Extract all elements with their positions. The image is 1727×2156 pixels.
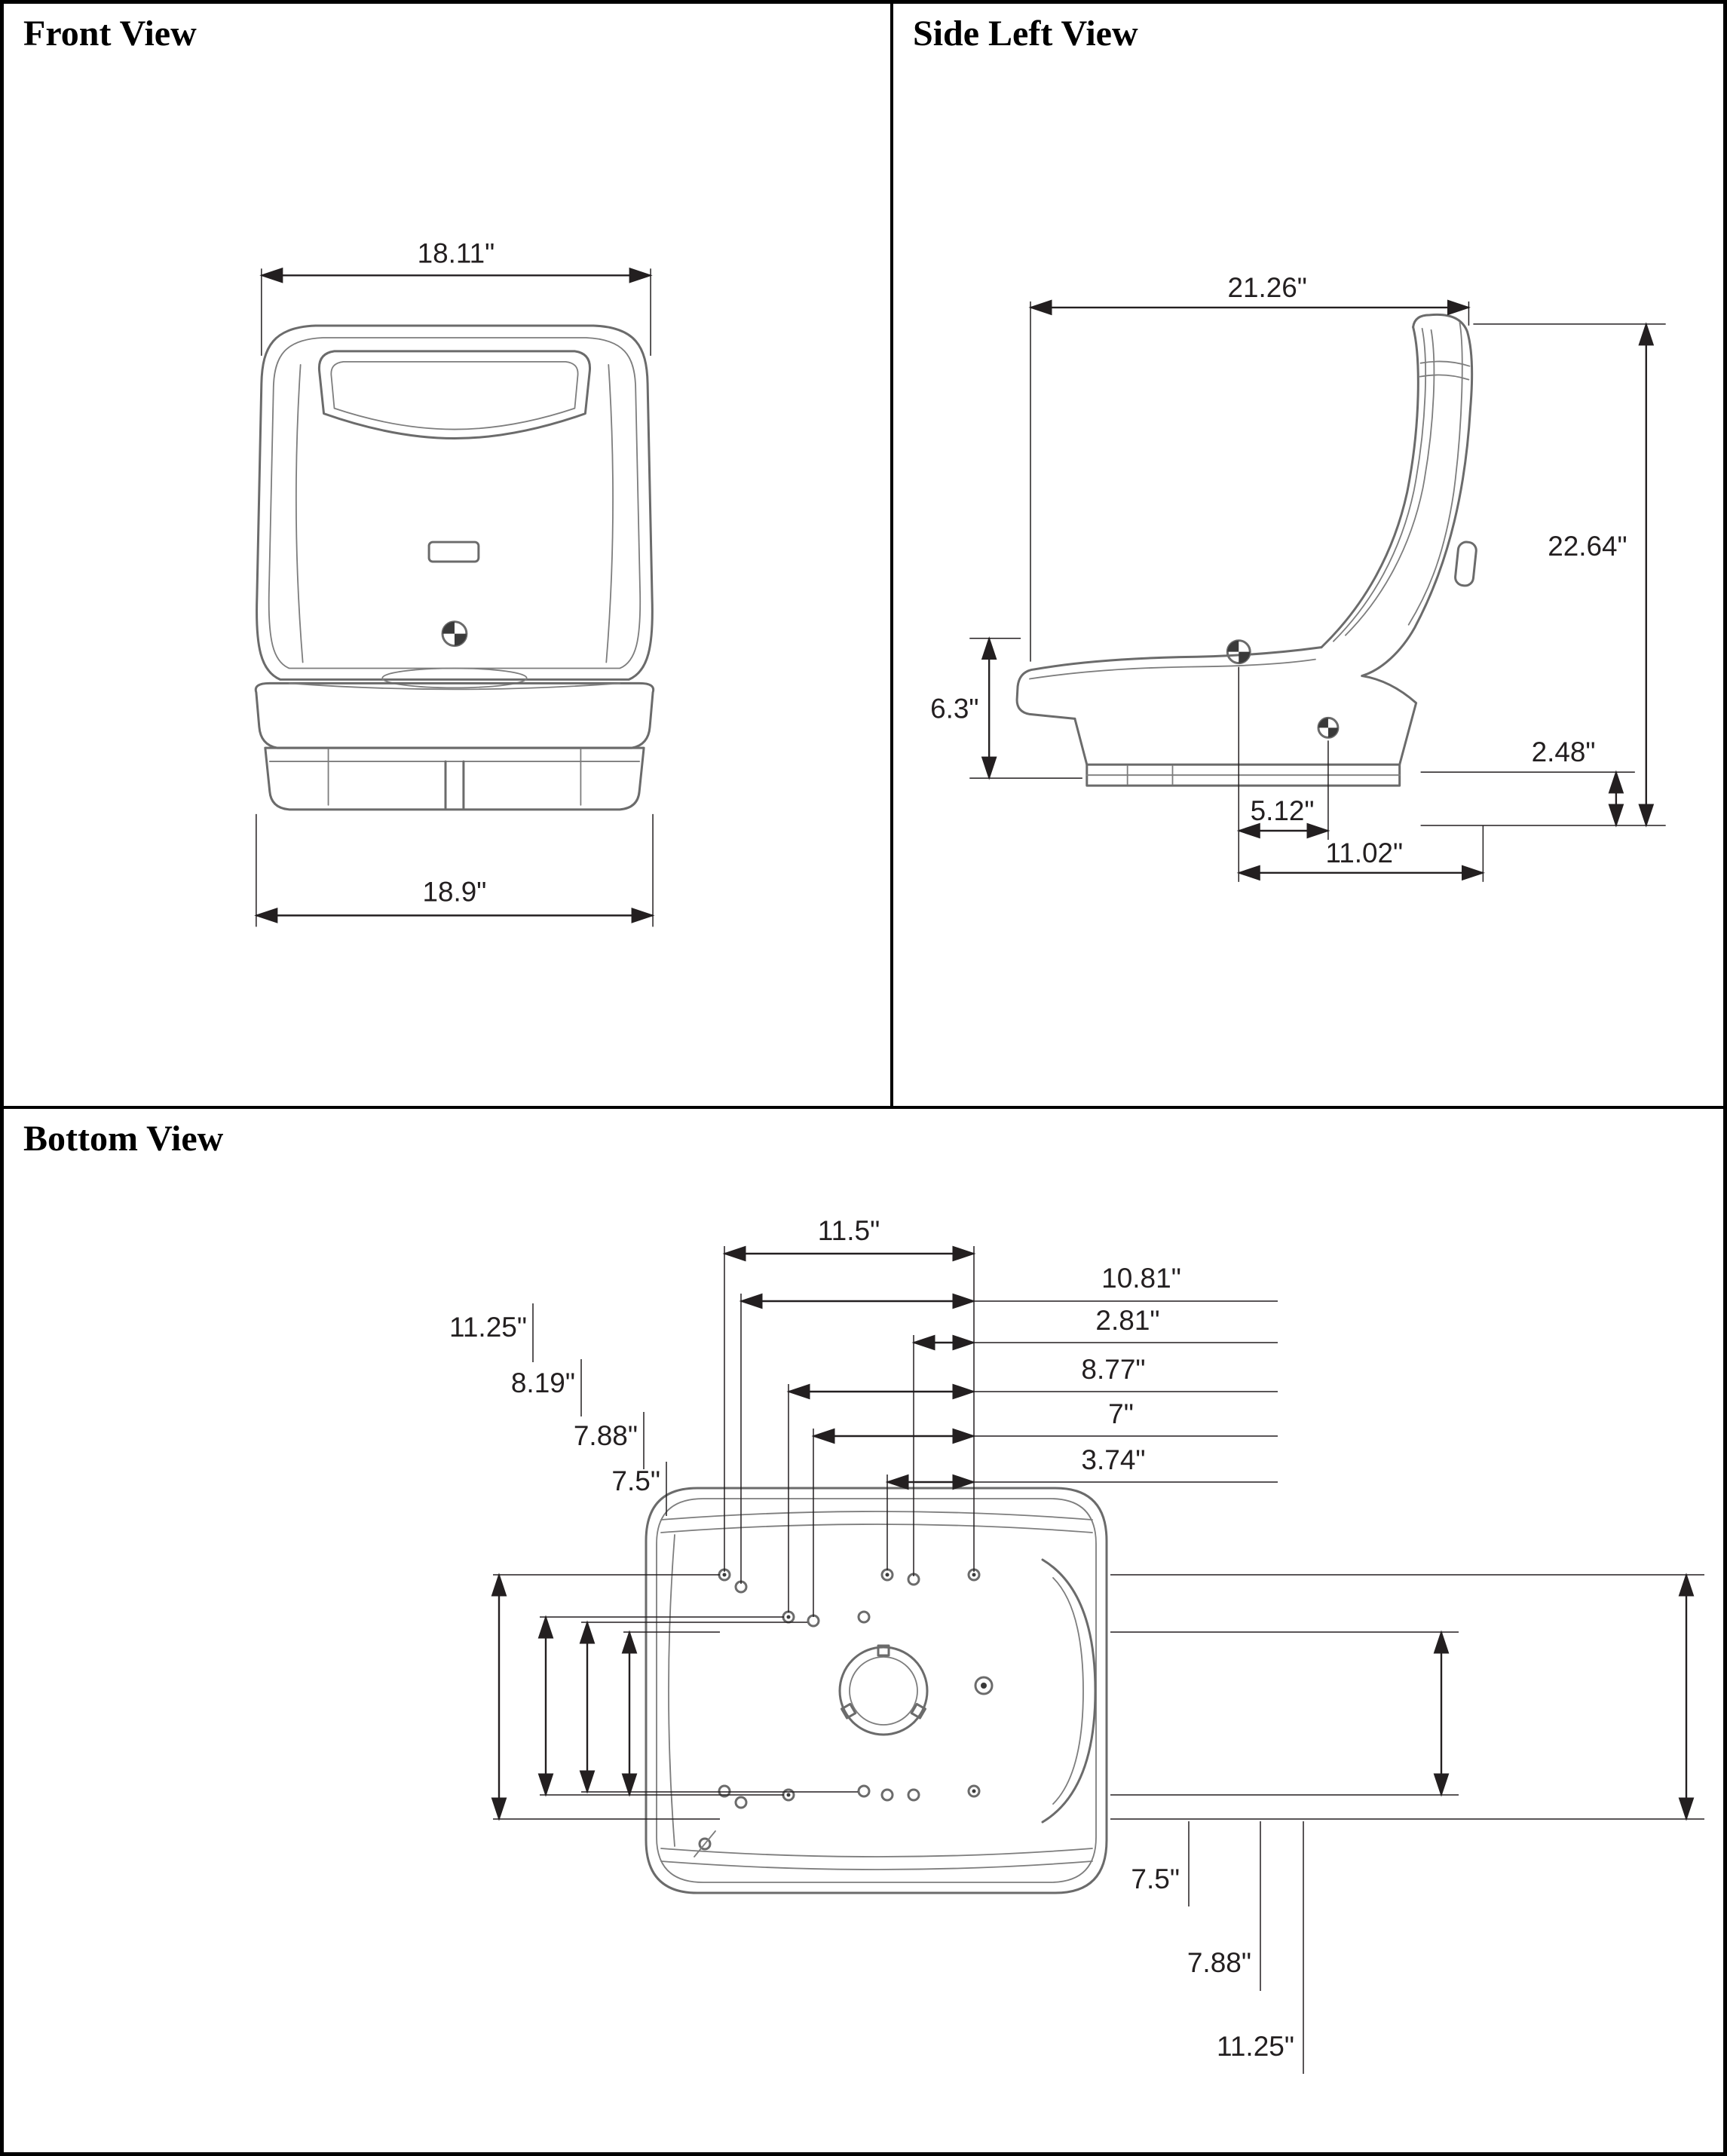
bottom-view-dimensions: 11.5" 10.81" 2.81" 8.77" 7" [449,1215,1704,2074]
seat-pan-outline [645,1487,1108,1894]
dim-front-top-width: 18.11" [418,237,495,268]
side-view-dimensions: 21.26" 22.64" 6.3" 2.48" 5.12 [930,272,1666,882]
dim-bottom-l3: 7.88" [574,1420,638,1451]
front-view-title: Front View [23,14,197,54]
dim-side-depth: 21.26" [1227,272,1306,303]
cushion-outline [254,681,655,749]
seat-side-art [1015,313,1477,787]
dim-bottom-r3: 11.25" [1217,2031,1294,2062]
backrest-outline [256,324,654,681]
dim-bottom-w4: 8.77" [1081,1354,1145,1385]
side-left-view-panel: Side Left View [893,4,1723,1109]
bottom-view-drawing: 11.5" 10.81" 2.81" 8.77" 7" [449,1215,1704,2074]
front-view-panel: Front View [4,4,893,1109]
adjuster-knob [1454,541,1477,587]
dim-bottom-w6: 3.74" [1081,1444,1145,1475]
front-view-drawing: 18.11" 18.9" [254,237,655,927]
dim-bottom-w2: 10.81" [1101,1263,1181,1294]
dim-bottom-l2: 8.19" [511,1367,575,1398]
dim-front-bottom-width: 18.9" [423,876,487,907]
dim-side-height: 22.64" [1548,531,1627,562]
front-view-dimensions: 18.11" 18.9" [254,237,655,927]
side-left-view-title: Side Left View [913,14,1138,54]
dim-bottom-r1: 7.5" [1131,1864,1180,1894]
dim-bottom-w3: 2.81" [1095,1305,1159,1336]
dim-bottom-w5: 7" [1108,1398,1134,1429]
seat-front-art [254,324,655,811]
dim-bottom-l1: 11.25" [449,1312,527,1343]
dim-side-cushion-height: 6.3" [930,693,978,724]
seat-bottom-art [645,1487,1108,1894]
dim-bottom-r2: 7.88" [1187,1947,1251,1978]
side-left-view-drawing: 21.26" 22.64" 6.3" 2.48" 5.12 [930,272,1666,882]
label-slot [427,541,480,563]
dim-side-rail-length: 11.02" [1325,838,1403,868]
bottom-view-title: Bottom View [23,1119,224,1159]
bottom-view-panel: Bottom View [4,1109,1723,2152]
dim-side-rail-height: 2.48" [1532,737,1596,767]
center-hub-hole [838,1646,929,1736]
mounting-holes [694,1568,981,1857]
dim-side-hole-spacing: 5.12" [1251,795,1315,826]
pilot-hole [974,1676,994,1695]
dim-bottom-w1: 11.5" [818,1215,880,1246]
cushion-profile [1015,646,1323,720]
dim-bottom-l4: 7.5" [611,1465,660,1496]
